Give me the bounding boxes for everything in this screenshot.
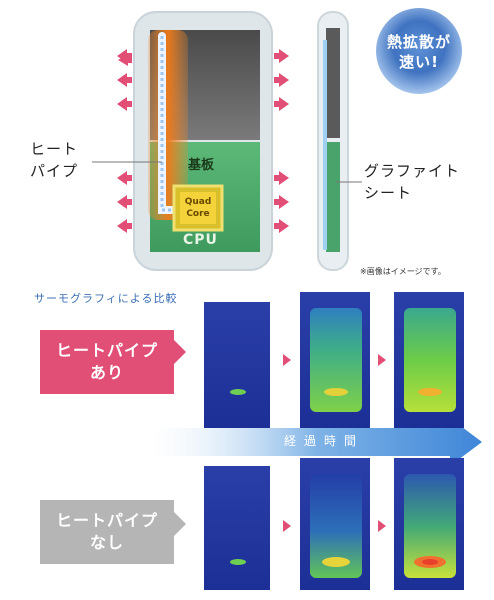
fast-diffusion-bubble bbox=[376, 8, 462, 94]
image-note: ※画像はイメージです。 bbox=[360, 267, 446, 276]
fast-diffusion-text: 熱拡散が 速い! bbox=[386, 33, 451, 71]
heat-arrow-left bbox=[117, 73, 132, 87]
time-arrow bbox=[150, 418, 482, 466]
heat-arrow-left bbox=[117, 219, 132, 233]
step-arrow bbox=[283, 520, 291, 532]
quad-core-label: Quad Core bbox=[184, 197, 212, 219]
thermo-row-without-pipe bbox=[204, 458, 464, 590]
phone-cooling-diagram bbox=[92, 11, 362, 271]
heat-arrow-left bbox=[117, 195, 132, 209]
heat-arrow-right bbox=[274, 49, 289, 63]
tag-pointer-off bbox=[174, 512, 186, 536]
thermo-frame-1 bbox=[204, 302, 270, 428]
thermo-frame-4 bbox=[204, 466, 270, 590]
heat-arrow-right bbox=[274, 97, 289, 111]
heat-arrow-left bbox=[117, 97, 132, 111]
cpu-label: CPU bbox=[183, 232, 218, 248]
without-heat-pipe-tag: ヒートパイプ なし bbox=[40, 500, 174, 564]
thermography-comparison bbox=[150, 292, 482, 590]
with-heat-pipe-tag: ヒートパイプ あり bbox=[40, 330, 174, 394]
heat-arrow-left bbox=[117, 49, 132, 63]
time-axis-label: 経過時間 bbox=[284, 434, 365, 448]
heat-arrows bbox=[117, 49, 289, 233]
step-arrow bbox=[283, 354, 291, 366]
heat-arrow-right bbox=[274, 219, 289, 233]
heat-arrow-right bbox=[274, 195, 289, 209]
graphite-sheet-label: グラファイト シート bbox=[364, 162, 461, 202]
thermo-row-with-pipe bbox=[204, 292, 464, 428]
heat-arrow-left bbox=[117, 171, 132, 185]
step-arrow bbox=[378, 354, 386, 366]
board-label: 基板 bbox=[188, 158, 215, 173]
heat-arrow-right bbox=[274, 73, 289, 87]
tag-pointer-on bbox=[174, 340, 186, 364]
step-arrow bbox=[378, 520, 386, 532]
comparison-title: サーモグラフィによる比較 bbox=[34, 292, 178, 305]
heat-arrow-right bbox=[274, 171, 289, 185]
heat-pipe-label: ヒート パイプ bbox=[30, 140, 79, 180]
graphite-sheet bbox=[323, 40, 327, 250]
